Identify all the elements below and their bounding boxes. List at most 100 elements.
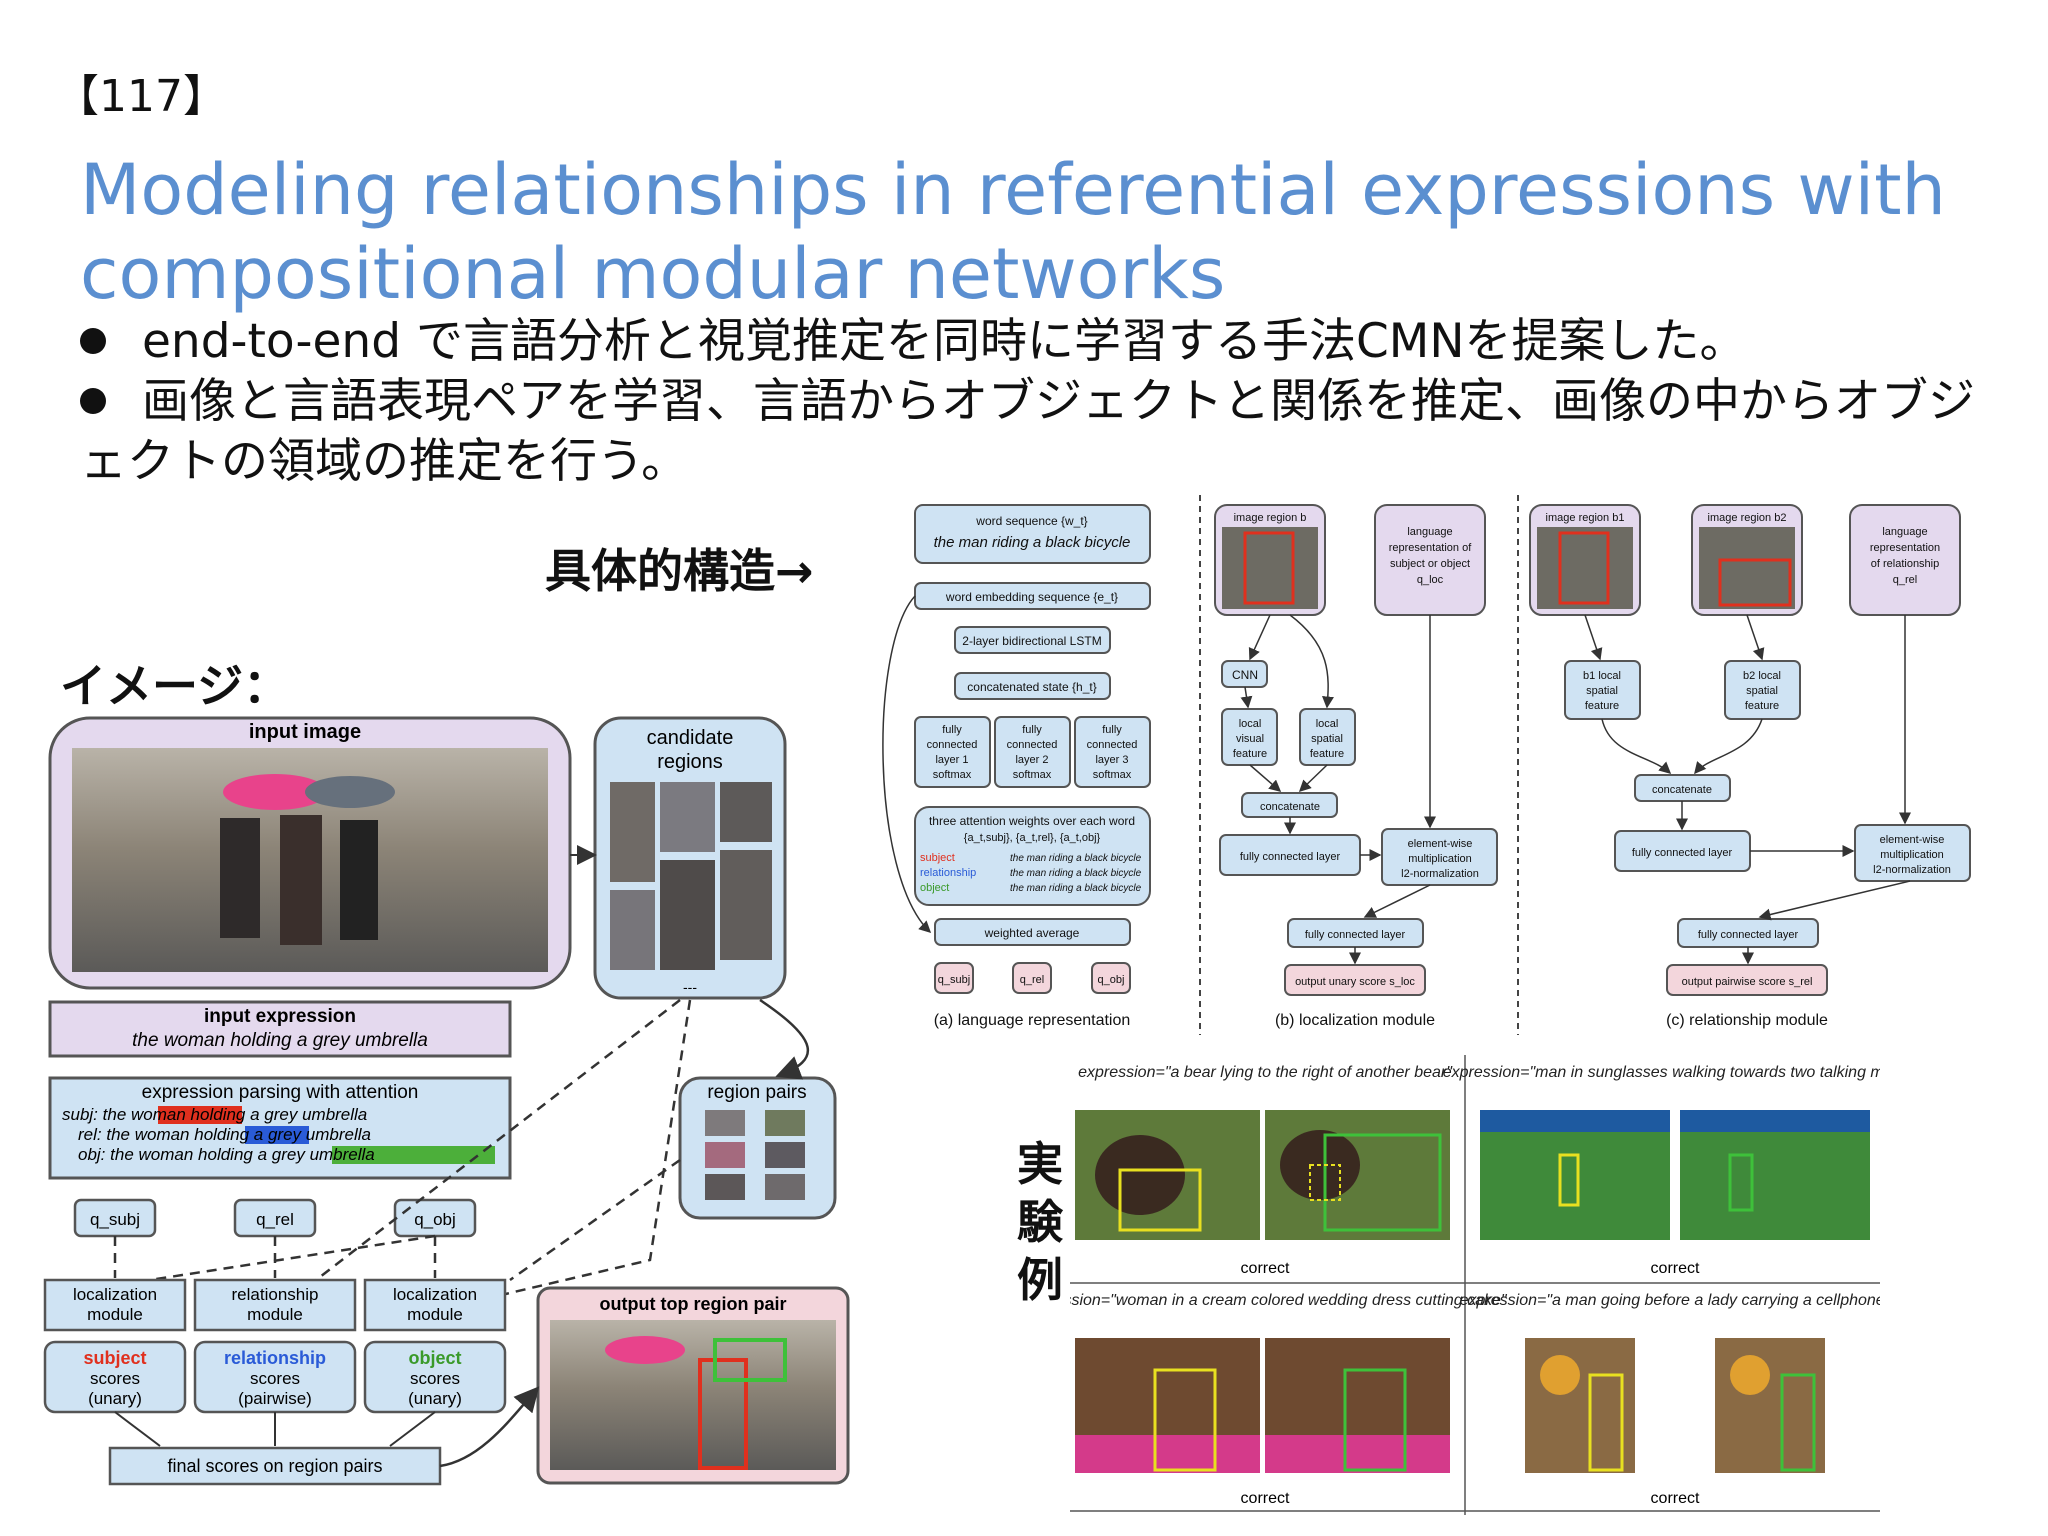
svg-text:the man riding a black bicycle: the man riding a black bicycle [1010, 883, 1142, 894]
b-caption: (b) localization module [1275, 1012, 1435, 1029]
svg-text:spatial: spatial [1586, 685, 1618, 697]
svg-text:multiplication: multiplication [1408, 853, 1472, 865]
localization-module-obj [363, 1278, 507, 1332]
svg-text:layer 2: layer 2 [1015, 754, 1048, 766]
a-weighted-box [934, 918, 1131, 946]
svg-text:local: local [1239, 718, 1262, 730]
svg-text:feature: feature [1233, 748, 1267, 760]
svg-text:q_subj: q_subj [938, 974, 970, 986]
module-label-1: localization [73, 1285, 157, 1304]
output-box-object [713, 1338, 787, 1382]
svg-text:multiplication: multiplication [1880, 849, 1944, 861]
svg-text:b1 local: b1 local [1583, 670, 1621, 682]
svg-text:l2-normalization: l2-normalization [1873, 864, 1951, 876]
svg-text:q_loc: q_loc [1417, 574, 1444, 586]
svg-text:q_obj: q_obj [1098, 974, 1125, 986]
example-2-result: correct [1651, 1260, 1700, 1277]
module-label-1b: module [87, 1305, 143, 1324]
svg-text:fully connected layer: fully connected layer [1305, 929, 1406, 941]
a-caption: (a) language representation [934, 1012, 1131, 1029]
output-label: output top region pair [600, 1294, 787, 1314]
a-lstm-box [954, 626, 1111, 654]
svg-text:of relationship: of relationship [1871, 558, 1940, 570]
example-2-expression: expression="man in sunglasses walking to… [1443, 1064, 1880, 1081]
output-box-subject [698, 1358, 748, 1470]
example-3-result: correct [1241, 1490, 1290, 1507]
example-3-expression: expression="woman in a cream colored wed… [1070, 1292, 1508, 1309]
subject-scores-l2: scores [90, 1369, 140, 1388]
input-image-label: input image [249, 721, 361, 743]
svg-text:subject or object: subject or object [1390, 558, 1470, 570]
example-4-expression: expression="a man going before a lady ca… [1460, 1292, 1880, 1309]
svg-text:the man riding a black bicycle: the man riding a black bicycle [1010, 853, 1142, 864]
module-label-3: localization [393, 1285, 477, 1304]
parse-row-rel: rel: the woman holding a grey umbrella [78, 1125, 371, 1144]
candidate-regions-label-2: regions [657, 751, 723, 773]
bullet-dot-icon [80, 387, 106, 414]
svg-text:visual: visual [1236, 733, 1264, 745]
a-concat-box [954, 672, 1111, 700]
svg-text:image region b1: image region b1 [1546, 512, 1625, 524]
svg-text:fully connected layer: fully connected layer [1632, 847, 1733, 859]
svg-text:connected: connected [1007, 739, 1058, 751]
bullet-2-text: 画像と言語表現ペアを学習、言語からオブジェクトと関係を推定、画像の中からオブジェ… [80, 374, 1975, 489]
subject-scores-l3: (unary) [88, 1389, 142, 1408]
final-scores-label: final scores on region pairs [167, 1456, 382, 1476]
svg-text:representation: representation [1870, 542, 1940, 554]
object-scores-l2: scores [410, 1369, 460, 1388]
slide-title: Modeling relationships in referential ex… [80, 149, 1946, 315]
svg-text:softmax: softmax [1093, 769, 1132, 781]
svg-text:language: language [1882, 526, 1927, 538]
slide-number: 【117】 [55, 71, 227, 122]
b-cnn: CNN [1232, 668, 1258, 682]
svg-text:feature: feature [1310, 748, 1344, 760]
a-word-seq-box [914, 504, 1151, 564]
experiment-label: 実験例 [1017, 1137, 1063, 1307]
input-expression-title: input expression [204, 1006, 356, 1027]
relationship-scores-l3: (pairwise) [238, 1389, 312, 1408]
a-attn-sub: {a_t,subj}, {a_t,rel}, {a_t,obj} [964, 832, 1101, 844]
object-scores-head: object [408, 1348, 461, 1368]
bullet-2: 画像と言語表現ペアを学習、言語からオブジェクトと関係を推定、画像の中からオブジェ… [80, 372, 1980, 492]
input-expression-text: the woman holding a grey umbrella [132, 1030, 428, 1051]
a-weighted: weighted average [984, 926, 1080, 940]
examples-figure: expression="a bear lying to the right of… [1070, 1055, 1880, 1515]
q-obj-label: q_obj [414, 1210, 456, 1229]
a-word-seq-title: word sequence {w_t} [975, 514, 1087, 528]
module-label-3b: module [407, 1305, 463, 1324]
object-scores-l3: (unary) [408, 1389, 462, 1408]
a-attn-title: three attention weights over each word [929, 814, 1135, 828]
svg-text:softmax: softmax [1013, 769, 1052, 781]
relationship-scores-l2: scores [250, 1369, 300, 1388]
svg-text:feature: feature [1585, 700, 1619, 712]
svg-text:fully: fully [1102, 724, 1122, 736]
svg-text:fully connected layer: fully connected layer [1698, 929, 1799, 941]
image-label: イメージ： [60, 659, 290, 713]
a-attention-box [914, 806, 1151, 906]
pink-umbrella [223, 774, 327, 810]
svg-text:element-wise: element-wise [1408, 838, 1473, 850]
svg-text:feature: feature [1745, 700, 1779, 712]
candidate-ellipsis: --- [683, 979, 697, 995]
svg-text:q_rel: q_rel [1020, 974, 1044, 986]
subject-scores-head: subject [83, 1348, 146, 1368]
svg-text:q_rel: q_rel [1893, 574, 1917, 586]
a-embed: word embedding sequence {e_t} [945, 590, 1118, 604]
svg-text:concatenate: concatenate [1260, 801, 1320, 813]
a-attn-relationship: relationship [920, 867, 976, 879]
localization-module-subj [43, 1278, 187, 1332]
output-photo [550, 1320, 836, 1470]
architecture-figure: word sequence {w_t} the man riding a bla… [882, 495, 1971, 1035]
svg-text:connected: connected [927, 739, 978, 751]
q-subj-label: q_subj [90, 1210, 140, 1229]
example-1-result: correct [1241, 1260, 1290, 1277]
module-label-2b: module [247, 1305, 303, 1324]
relationship-scores-head: relationship [224, 1348, 326, 1368]
c-caption: (c) relationship module [1666, 1012, 1828, 1029]
a-attn-object: object [920, 882, 949, 894]
svg-text:local: local [1316, 718, 1339, 730]
svg-text:connected: connected [1087, 739, 1138, 751]
svg-text:output pairwise score s_rel: output pairwise score s_rel [1682, 976, 1813, 988]
bullet-1-text: end-to-end で言語分析と視覚推定を同時に学習する手法CMNを提案した。 [142, 314, 1747, 369]
final-scores-box [108, 1446, 442, 1486]
